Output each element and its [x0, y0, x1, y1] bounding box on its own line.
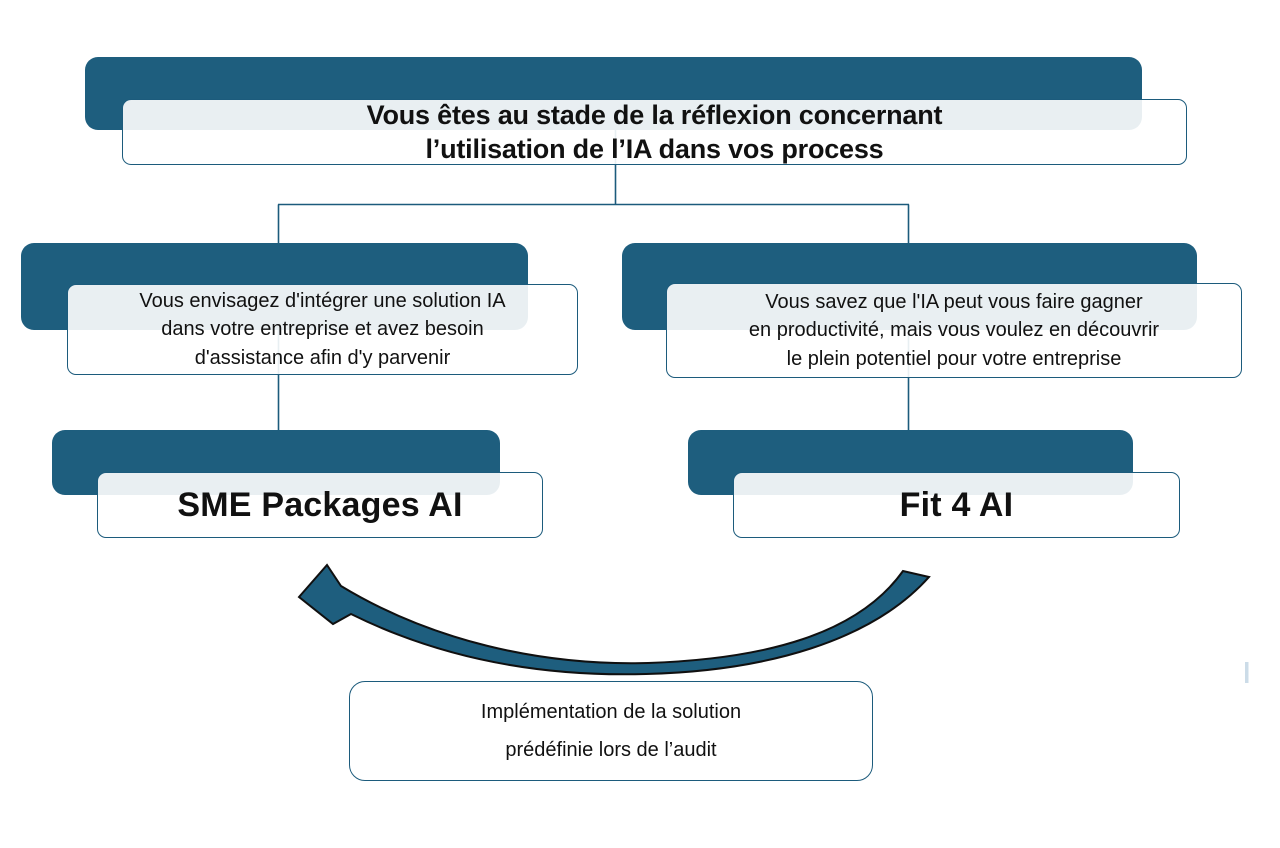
sme-packages-ai-panel: SME Packages AI	[97, 472, 543, 538]
branch-right-desc-line2: en productivité, mais vous voulez en déc…	[748, 319, 1160, 342]
curved-return-arrow	[297, 563, 931, 676]
implementation-note-panel: Implémentation de la solution prédéfinie…	[349, 681, 873, 781]
edge-sliver	[1245, 662, 1249, 683]
branch-left-desc-line3: d'assistance afin d'y parvenir	[194, 346, 451, 369]
branch-right-desc-line3: le plein potentiel pour votre entreprise	[786, 347, 1122, 370]
branch-left-panel: Vous envisagez d'intégrer une solution I…	[67, 284, 578, 375]
branch-left-desc-line2: dans votre entreprise et avez besoin	[161, 318, 484, 341]
fit-4-ai-label: Fit 4 AI	[899, 485, 1014, 524]
root-title-line1: Vous êtes au stade de la réflexion conce…	[366, 100, 943, 130]
fit-4-ai-panel: Fit 4 AI	[733, 472, 1180, 538]
curved-return-arrow-group	[297, 563, 931, 676]
branch-left-desc-line1: Vous envisagez d'intégrer une solution I…	[139, 289, 506, 312]
implementation-note-line1: Implémentation de la solution	[480, 701, 742, 723]
implementation-note-line2: prédéfinie lors de l’audit	[505, 739, 717, 761]
root-node-panel: Vous êtes au stade de la réflexion conce…	[122, 99, 1187, 165]
root-title-line2: l’utilisation de l’IA dans vos process	[425, 134, 884, 164]
branch-right-panel: Vous savez que l'IA peut vous faire gagn…	[666, 283, 1242, 378]
branch-right-desc-line1: Vous savez que l'IA peut vous faire gagn…	[765, 290, 1143, 313]
sme-packages-ai-label: SME Packages AI	[177, 485, 463, 524]
